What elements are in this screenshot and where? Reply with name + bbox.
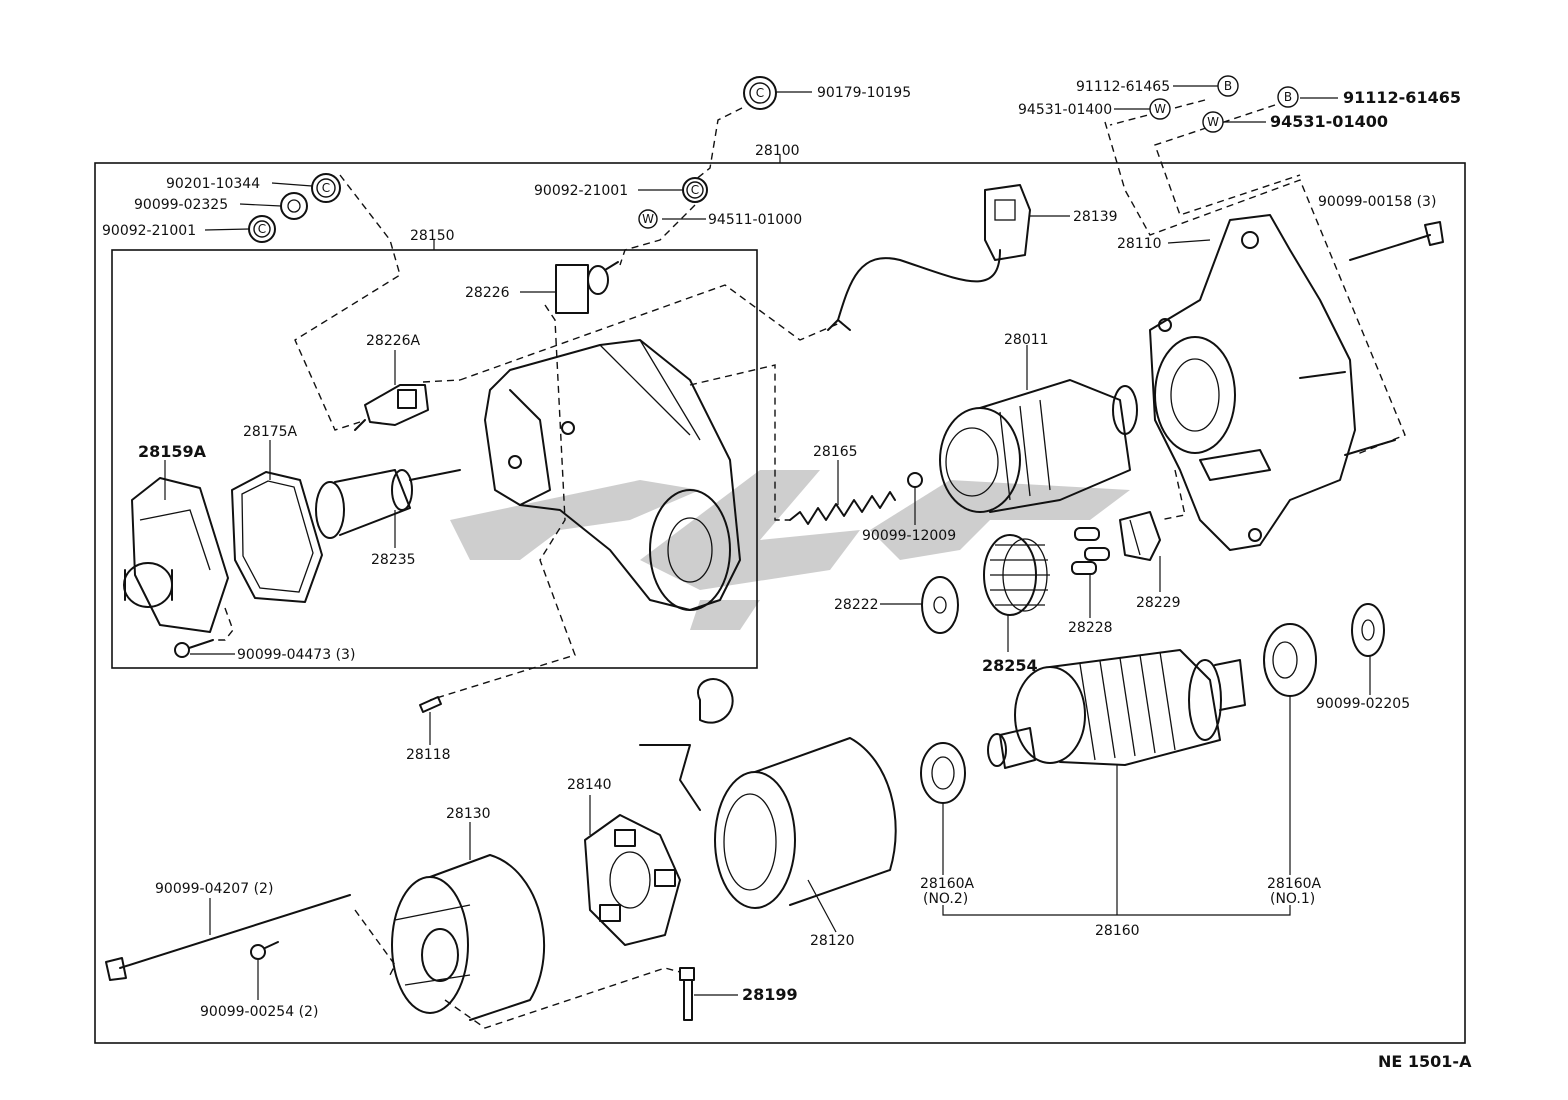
- label-90099-12009: 90099-12009: [862, 528, 956, 544]
- armature-28160: [987, 649, 1246, 769]
- label-28150: 28150: [410, 228, 455, 244]
- label-28160A-no1: 28160A: [1267, 876, 1322, 892]
- label-28118: 28118: [406, 747, 451, 763]
- label-28160A-no2: 28160A: [920, 876, 975, 892]
- label-90099-00158: 90099-00158 (3): [1318, 194, 1436, 210]
- plunger-28235: [315, 469, 461, 539]
- svg-text:B: B: [1224, 79, 1232, 93]
- label-28226: 28226: [465, 285, 510, 301]
- label-28226A: 28226A: [366, 333, 421, 349]
- clip-90201-10344: [311, 173, 341, 203]
- label-28139: 28139: [1073, 209, 1118, 225]
- label-90201-10344: 90201-10344: [166, 176, 260, 192]
- dashed-assembly-lines: [213, 99, 1406, 1029]
- symbol-b-b: B: [1277, 86, 1299, 108]
- lead-wire-28139: [827, 184, 1031, 331]
- leader-lines: [164, 85, 1371, 1000]
- symbol-c-90092-a: C: [253, 220, 271, 238]
- label-91112-61465-a: 91112-61465: [1076, 79, 1170, 95]
- label-28165: 28165: [813, 444, 858, 460]
- label-91112-61465-b: 91112-61465: [1343, 88, 1461, 107]
- label-90092-21001-a: 90092-21001: [102, 223, 196, 239]
- label-28110: 28110: [1117, 236, 1162, 252]
- symbol-c-90201: C: [316, 178, 336, 198]
- bearing-28160A-no2: [920, 742, 966, 804]
- clutch-28011: [939, 379, 1138, 513]
- label-28140: 28140: [567, 777, 612, 793]
- label-90099-04473: 90099-04473 (3): [237, 647, 355, 663]
- symbol-w-94511: W: [638, 209, 658, 229]
- label-90099-00254: 90099-00254 (2): [200, 1004, 318, 1020]
- nut-90179-10195: [743, 76, 777, 110]
- yoke-28120: [639, 678, 897, 909]
- svg-text:W: W: [642, 212, 654, 226]
- label-28100: 28100: [755, 143, 800, 159]
- label-94511-01000: 94511-01000: [708, 212, 802, 228]
- spring-28165: [789, 491, 896, 525]
- svg-text:C: C: [258, 222, 266, 236]
- label-90092-21001-b: 90092-21001: [534, 183, 628, 199]
- terminal-28199: [679, 967, 695, 1021]
- label-28160: 28160: [1095, 923, 1140, 939]
- screw-90099-00254: [250, 941, 279, 960]
- bearing-28160A-no1: [1263, 623, 1317, 697]
- symbol-w-b: W: [1202, 111, 1224, 133]
- screw-90099-04473: [174, 639, 214, 658]
- end-cover-28159A: [123, 477, 229, 633]
- symbol-c-90179: C: [749, 82, 771, 104]
- gasket-28175A: [231, 471, 323, 603]
- magnetic-switch-housing: [484, 339, 741, 611]
- svg-text:C: C: [691, 183, 699, 197]
- label-90099-04207: 90099-04207 (2): [155, 881, 273, 897]
- end-frame-28130: [391, 854, 545, 1021]
- diagram-code: NE 1501-A: [1378, 1052, 1472, 1071]
- washer-90099-02205: [1351, 603, 1385, 657]
- svg-text:W: W: [1154, 102, 1166, 116]
- subassembly-frame-28150: [111, 249, 758, 669]
- washer-28222: [921, 576, 959, 634]
- washer-90099-02325: [280, 192, 308, 220]
- contact-bolt-28226: [555, 261, 619, 314]
- label-no1: (NO.1): [1270, 891, 1315, 907]
- rollers-28228: [1071, 527, 1110, 575]
- retainer-28229: [1119, 511, 1161, 561]
- svg-text:W: W: [1207, 115, 1219, 129]
- label-28199: 28199: [742, 985, 798, 1004]
- label-no2: (NO.2): [923, 891, 968, 907]
- label-90099-02325: 90099-02325: [134, 197, 228, 213]
- idler-gear-28254: [983, 534, 1050, 616]
- symbol-w-a: W: [1149, 98, 1171, 120]
- label-94531-01400-a: 94531-01400: [1018, 102, 1112, 118]
- label-28235: 28235: [371, 552, 416, 568]
- svg-text:C: C: [322, 181, 330, 195]
- label-90099-02205: 90099-02205: [1316, 696, 1410, 712]
- terminal-28226A: [354, 384, 429, 431]
- bolt-90099-00158: [1349, 221, 1444, 261]
- label-28229: 28229: [1136, 595, 1181, 611]
- label-28120: 28120: [810, 933, 855, 949]
- label-28222: 28222: [834, 597, 879, 613]
- label-28130: 28130: [446, 806, 491, 822]
- label-94531-01400-b: 94531-01400: [1270, 112, 1388, 131]
- steel-ball-90099-12009: [907, 472, 923, 488]
- label-28254: 28254: [982, 656, 1038, 675]
- housing-28110: [1149, 214, 1396, 551]
- label-90179-10195: 90179-10195: [817, 85, 911, 101]
- svg-text:C: C: [756, 86, 764, 100]
- label-28228: 28228: [1068, 620, 1113, 636]
- watermark-logo: [450, 470, 1130, 630]
- symbol-c-90092-b: C: [686, 181, 704, 199]
- label-28011: 28011: [1004, 332, 1049, 348]
- brush-holder-28140: [584, 814, 681, 946]
- label-28175A: 28175A: [243, 424, 298, 440]
- through-bolt-90099-04207: [105, 894, 351, 981]
- svg-text:B: B: [1284, 90, 1292, 104]
- symbol-b-a: B: [1217, 75, 1239, 97]
- label-28159A: 28159A: [138, 442, 207, 461]
